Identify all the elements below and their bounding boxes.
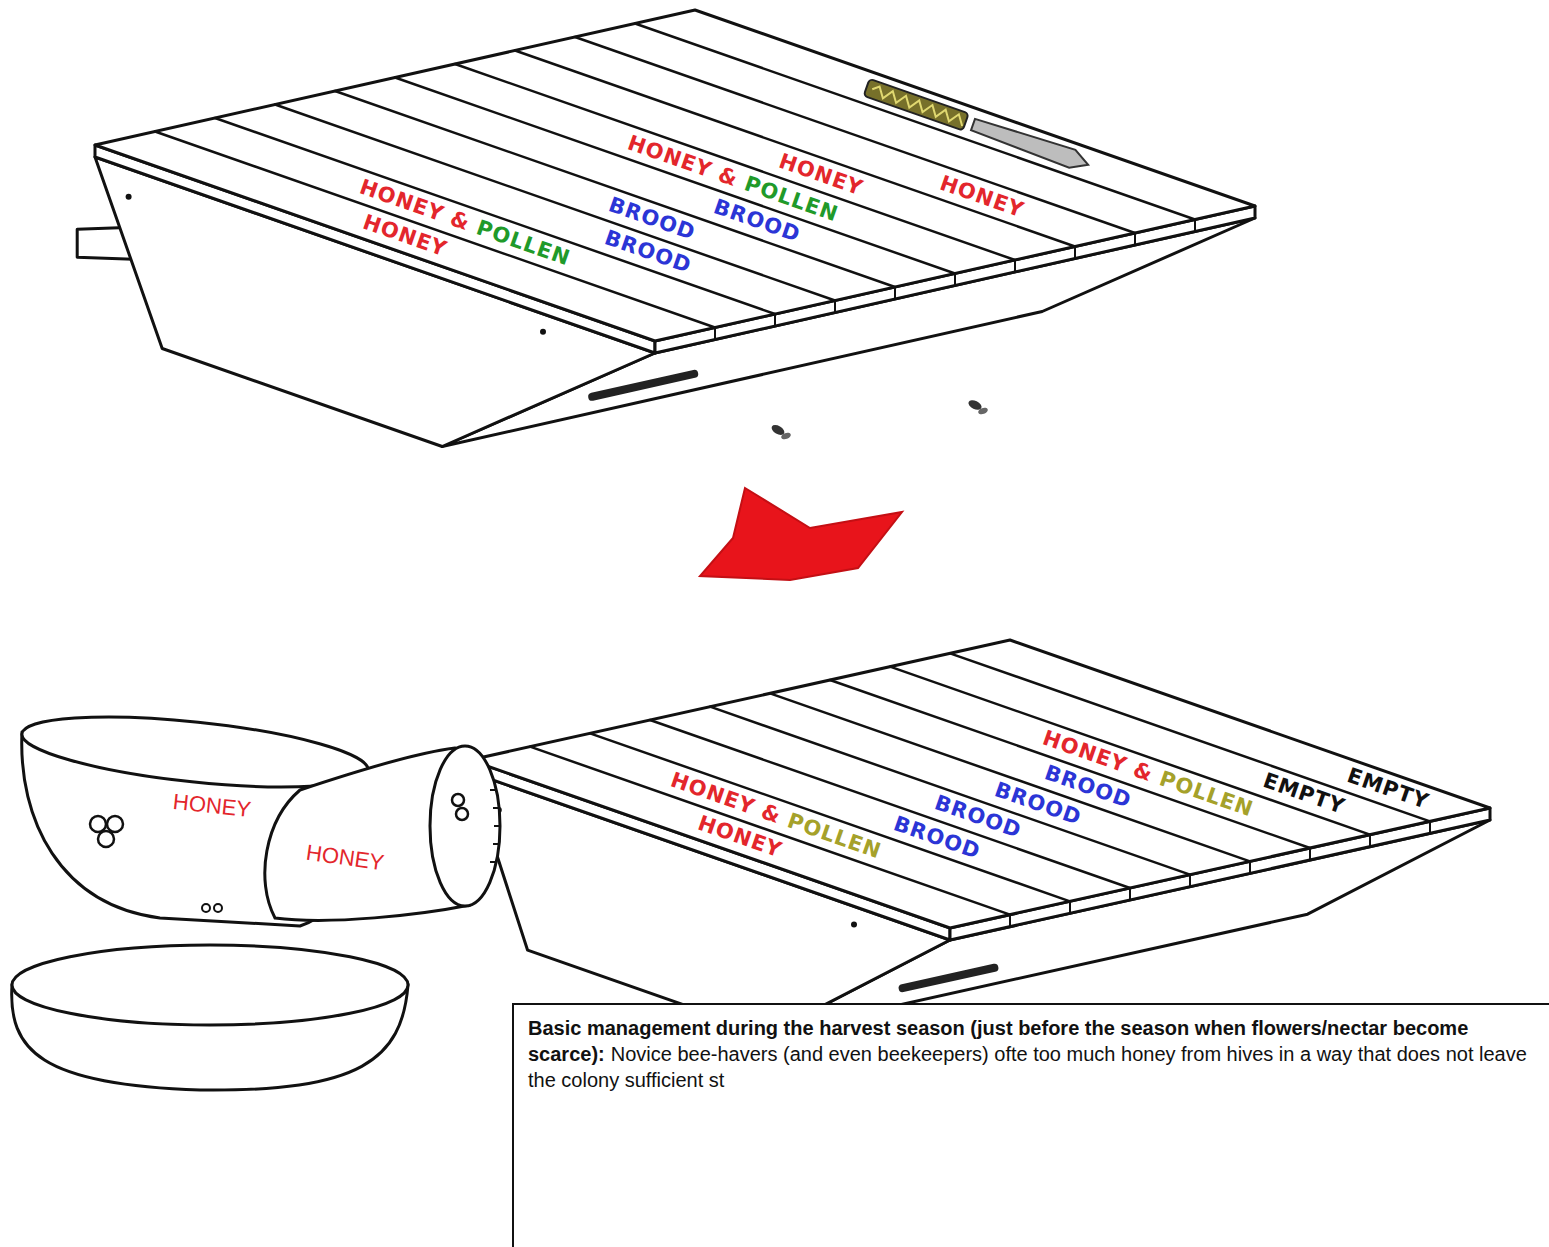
bar-gap: [1429, 821, 1431, 833]
bowl-mark: [214, 904, 222, 912]
top-bar-hive-after: [427, 640, 1490, 1034]
hive-tool-blade: [970, 115, 1091, 173]
comb-cell: [456, 808, 468, 820]
bee-wing: [977, 406, 988, 415]
note-body: Novice bee-havers (and even beekeepers) …: [528, 1043, 1527, 1091]
bar-gap: [590, 733, 1070, 901]
tick: [493, 807, 500, 809]
top-bars: [95, 10, 1255, 341]
hive-entrance: [903, 968, 995, 988]
hives: [77, 10, 1490, 1034]
bar-gap: [1014, 260, 1016, 272]
bar-gap: [650, 720, 1130, 888]
bar-gap: [1189, 875, 1191, 887]
bar-gap: [1194, 220, 1196, 232]
red-arrow: [700, 488, 902, 580]
comb-cell: [90, 816, 106, 832]
screw: [540, 329, 546, 335]
bar-gap: [954, 274, 956, 286]
bar-gap: [714, 328, 716, 340]
note-box: Basic management during the harvest seas…: [512, 1003, 1549, 1247]
bar-gap: [1249, 861, 1251, 873]
bowl-rim: [430, 746, 500, 906]
bar-gap: [575, 37, 1135, 233]
top-bars: [470, 640, 1490, 928]
screw: [126, 194, 132, 200]
bar-gap: [1369, 835, 1371, 847]
comb-cell: [452, 794, 464, 806]
bar-gap: [1069, 901, 1071, 913]
tick: [494, 825, 501, 827]
bee-wing: [780, 431, 791, 440]
brush-bristles: [871, 85, 966, 126]
honeycomb-symbol: [90, 816, 123, 847]
brush: [864, 79, 969, 131]
top-bar-hive-before: [77, 10, 1255, 447]
honeycomb-symbol: [452, 794, 468, 820]
hive-tool: [970, 115, 1091, 173]
hive-entrance: [592, 374, 694, 397]
comb-cell: [98, 831, 114, 847]
bar-gap: [1009, 915, 1011, 927]
bar-gap: [1129, 888, 1131, 900]
bar-gap: [894, 287, 896, 299]
screw: [851, 921, 857, 927]
bar-gap: [1309, 848, 1311, 860]
bar-gap: [530, 747, 1010, 915]
honey-bowls: [12, 704, 501, 1090]
tick: [490, 789, 497, 791]
brush-body: [864, 79, 969, 131]
comb-cell: [107, 816, 123, 832]
bar-gap: [1074, 247, 1076, 259]
bar-gap: [774, 314, 776, 326]
bowl-mark: [202, 904, 210, 912]
bar-gap: [834, 301, 836, 313]
dish-rim: [12, 945, 408, 1025]
rim-ticks: [490, 790, 501, 862]
bar-gap: [635, 24, 1195, 220]
tick: [490, 861, 497, 863]
bees: [770, 398, 989, 440]
bar-gap: [1134, 233, 1136, 245]
tick: [493, 843, 500, 845]
